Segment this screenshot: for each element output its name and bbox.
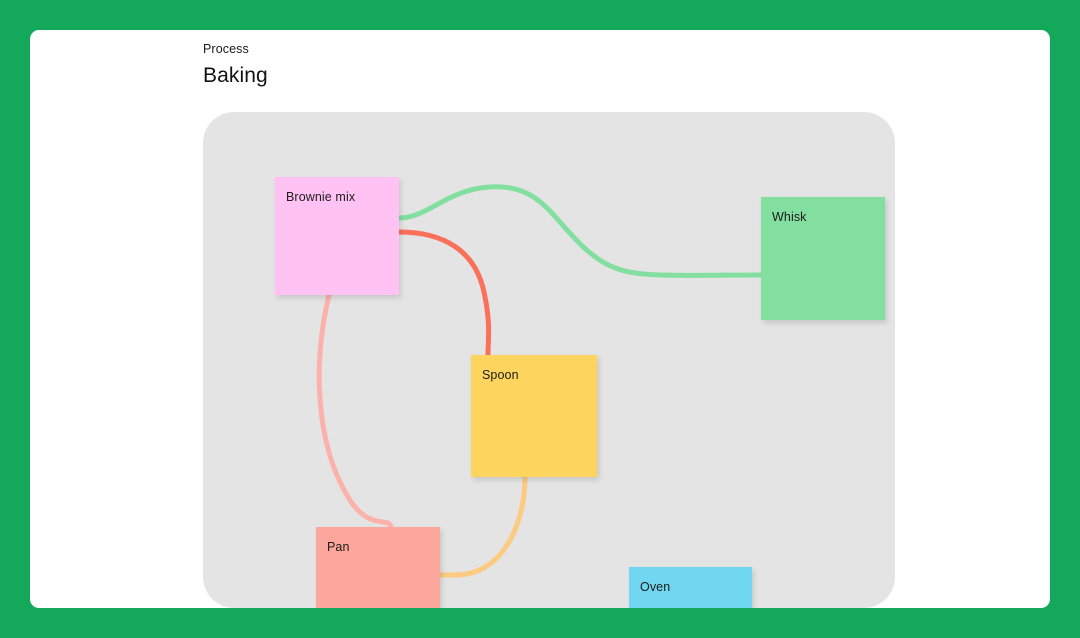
sticky-note-oven[interactable]: Oven — [629, 567, 752, 608]
sticky-note-pan[interactable]: Pan — [316, 527, 440, 608]
sticky-note-brownie-mix[interactable]: Brownie mix — [275, 177, 399, 295]
sticky-note-whisk[interactable]: Whisk — [761, 197, 885, 320]
sticky-note-label: Brownie mix — [286, 190, 356, 204]
sticky-note-label: Oven — [640, 580, 671, 594]
sticky-note-spoon[interactable]: Spoon — [471, 355, 597, 477]
connector-layer — [316, 184, 764, 578]
breadcrumb: Process — [203, 42, 249, 56]
connector-brownie-mix-to-whisk — [396, 184, 764, 278]
content-card: Process Baking Brownie mix Whisk Spoon — [30, 30, 1050, 608]
connector-spoon-to-pan — [437, 474, 528, 578]
sticky-note-label: Pan — [327, 540, 350, 554]
connector-brownie-mix-to-pan — [316, 292, 394, 530]
connector-brownie-mix-to-spoon — [396, 229, 492, 358]
sticky-note-label: Spoon — [482, 368, 519, 382]
sticky-note-label: Whisk — [772, 210, 807, 224]
page-title: Baking — [203, 64, 268, 87]
diagram-canvas[interactable]: Brownie mix Whisk Spoon Pan Oven — [203, 112, 895, 608]
